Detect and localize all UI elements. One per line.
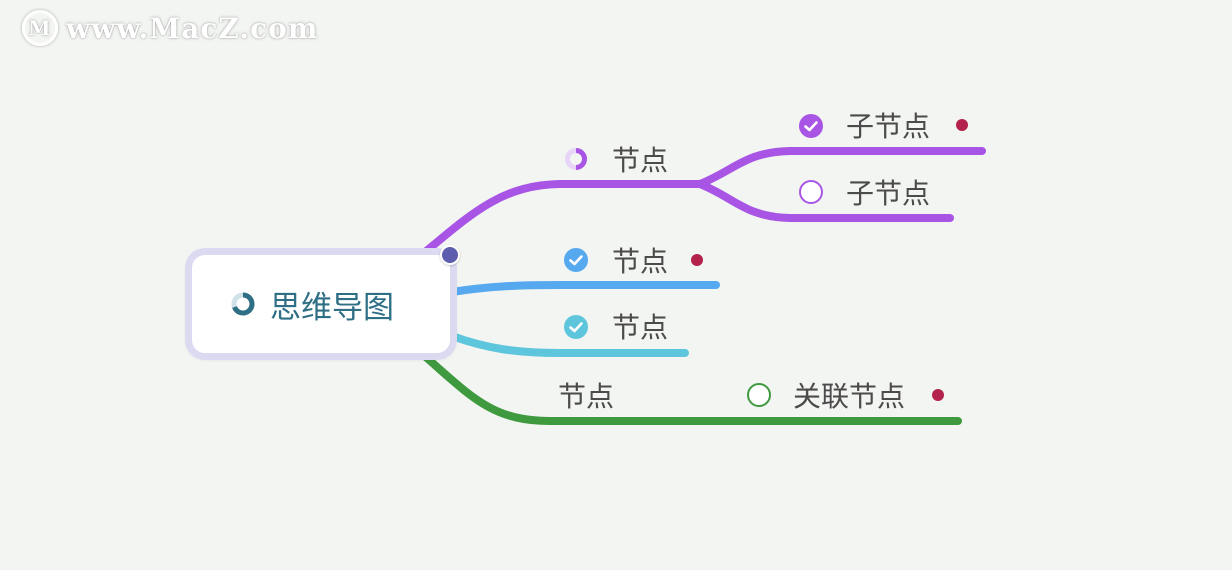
branch-line-green: [416, 348, 962, 425]
empty-circle-icon[interactable]: [798, 179, 824, 205]
check-filled-icon[interactable]: [798, 113, 824, 139]
progress-ring-icon: [231, 292, 255, 316]
collapse-handle[interactable]: [440, 245, 460, 265]
root-topic[interactable]: 思维导图: [185, 248, 457, 360]
watermark-logo: M: [22, 10, 58, 46]
check-filled-icon[interactable]: [563, 247, 589, 273]
child-node-2[interactable]: 子节点: [846, 177, 931, 210]
check-filled-icon[interactable]: [563, 314, 589, 340]
child-node-1[interactable]: 子节点: [846, 110, 931, 143]
branch-line-purple-child-1: [696, 147, 986, 188]
watermark-text: www.MacZ.com: [66, 11, 319, 45]
related-node[interactable]: 关联节点: [793, 380, 906, 413]
branch-node-green[interactable]: 节点: [558, 380, 615, 413]
empty-circle-icon[interactable]: [746, 382, 772, 408]
branch-line-blue: [448, 281, 720, 296]
branch-line-cyan: [448, 332, 689, 357]
branch-line-purple: [414, 180, 704, 262]
half-progress-icon[interactable]: [564, 147, 588, 171]
watermark: M www.MacZ.com: [22, 10, 318, 46]
marker-dot: [691, 254, 703, 266]
branch-node-cyan[interactable]: 节点: [612, 311, 669, 344]
root-title: 思维导图: [270, 289, 394, 326]
branch-node-purple[interactable]: 节点: [612, 144, 669, 177]
marker-dot: [932, 389, 944, 401]
branch-line-purple-child-2: [696, 180, 954, 222]
marker-dot: [956, 119, 968, 131]
branch-node-blue[interactable]: 节点: [612, 245, 669, 278]
